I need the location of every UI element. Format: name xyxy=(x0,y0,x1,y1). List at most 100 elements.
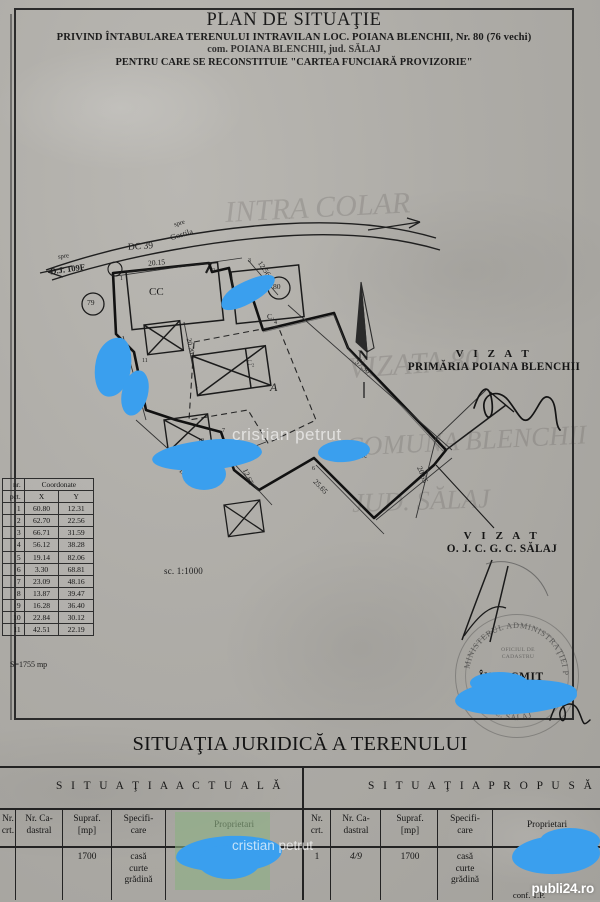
legal-v-r2 xyxy=(380,808,382,900)
document-header: PLAN DE SITUAŢIE PRIVIND ÎNTABULAREA TER… xyxy=(20,10,568,68)
col-header-nrcad-actual: Nr. Ca- dastral xyxy=(17,814,61,837)
subtitle-line-2: com. POIANA BLENCHII, jud. SĂLAJ xyxy=(207,44,381,55)
coord-header-x: X xyxy=(23,490,60,504)
legal-center-divider xyxy=(302,766,304,900)
parcel-label-a: A xyxy=(270,380,278,394)
coord-header-group: Coordonate xyxy=(23,477,95,492)
node-8: 8 xyxy=(200,466,203,472)
coord-nr: 7 xyxy=(2,574,25,588)
specif-p-line1: Specifi- xyxy=(450,814,480,824)
coord-y: 30.12 xyxy=(58,611,94,625)
coord-nr: 4 xyxy=(2,538,25,552)
row-actual-supraf: 1700 xyxy=(77,852,97,862)
coord-x: 56.12 xyxy=(23,538,60,552)
coord-header-y: Y xyxy=(58,490,94,504)
north-label: N xyxy=(358,348,369,364)
row-propusa-supraf: 1700 xyxy=(400,852,420,862)
node-2: 2 xyxy=(212,268,215,274)
stamp-bottom-text: O.J.C.G.C. SĂLAJ xyxy=(471,686,533,722)
legal-section-title: SITUAŢIA JURIDICĂ A TERENULUI xyxy=(132,733,468,755)
legal-rule-top xyxy=(0,766,600,768)
supraf-p-line2: [mp] xyxy=(400,825,420,836)
node-11: 11 xyxy=(142,358,148,364)
north-arrow-vector xyxy=(355,281,375,398)
legal-v-r4 xyxy=(492,808,494,900)
subtitle-line-3: PENTRU CARE SE RECONSTITUIE "CARTEA FUNC… xyxy=(115,57,473,68)
specif-line1: Specifi- xyxy=(123,814,154,824)
specif-line2: care xyxy=(130,825,147,836)
surface-total: S=1755 mp xyxy=(10,660,48,669)
coord-nr: 6 xyxy=(2,562,25,576)
spec-p-1: casă xyxy=(456,852,474,862)
legal-rule-colhead xyxy=(0,846,600,848)
document-border xyxy=(10,8,574,720)
coord-header-pct: pct. xyxy=(2,490,25,504)
stamp-top-text: MINISTERUL ADMINISTRAŢIEI PUBLICE xyxy=(455,614,570,676)
node-10: 10 xyxy=(198,438,204,444)
col-header-supraf-propusa: Supraf. [mp] xyxy=(383,814,437,837)
nrcrt-p-line1: Nr. xyxy=(311,814,323,824)
vizat-2-authority: O. J. C. G. C. SĂLAJ xyxy=(446,543,558,555)
spec-p-3: grădină xyxy=(450,875,480,886)
legal-v-l2 xyxy=(62,808,64,900)
courtyard-label: CC xyxy=(149,286,164,298)
coord-y: 22.19 xyxy=(58,623,94,637)
legal-v-l3 xyxy=(111,808,113,900)
node-1: 1 xyxy=(120,276,123,282)
coord-x: 19.14 xyxy=(23,550,60,564)
scale-label: sc. 1:1000 xyxy=(164,566,203,576)
road-label-dc39: DC 39 xyxy=(127,241,154,253)
coord-nr: 11 xyxy=(2,623,25,637)
coord-nr: 10 xyxy=(2,611,25,625)
coord-y: 12.31 xyxy=(58,502,94,516)
page-title: PLAN DE SITUAŢIE xyxy=(206,10,382,30)
col-header-specif-propusa: Specifi- care xyxy=(439,814,491,837)
neighbour-number-80: 80 xyxy=(273,282,281,291)
col-header-proprietari-propusa: Proprietari xyxy=(526,820,568,830)
spec-p-2: curte xyxy=(455,863,475,874)
coord-x: 42.51 xyxy=(23,623,60,637)
coord-y: 38.28 xyxy=(58,538,94,552)
node-7: 7 xyxy=(222,428,225,434)
col-header-nrcrt-actual: Nr. crt. xyxy=(0,814,18,837)
coord-nr: 3 xyxy=(2,526,25,540)
legal-table: S I T U A Ţ I A A C T U A L Ă S I T U A … xyxy=(0,766,600,900)
coord-nr: 8 xyxy=(2,586,25,600)
building-label-c2: C₂ xyxy=(247,358,255,367)
valley-label: Vale xyxy=(351,449,368,461)
supraf-line2: [mp] xyxy=(77,825,97,836)
row-propusa-nrcrt: 1 xyxy=(314,852,320,862)
coord-x: 13.87 xyxy=(23,586,60,600)
nrcad-line1: Nr. Ca- xyxy=(25,814,53,824)
supraf-p-line1: Supraf. xyxy=(396,814,424,824)
coord-nr: 9 xyxy=(2,598,25,613)
coord-x: 62.70 xyxy=(23,514,60,528)
vizat-1-label: V I Z A T xyxy=(455,348,533,360)
spec-a-1: casă xyxy=(130,852,147,862)
stamp-inner-text: OFICIUL DE CADASTRU xyxy=(501,647,535,660)
coord-y: 22.56 xyxy=(58,514,94,528)
spec-a-2: curte xyxy=(129,863,148,874)
coord-x: 3.30 xyxy=(23,562,60,576)
col-header-nrcrt-propusa: Nr. crt. xyxy=(304,814,330,837)
coord-y: 36.40 xyxy=(58,598,94,613)
nrcrt-line1: Nr. xyxy=(2,814,14,824)
col-header-nrcad-propusa: Nr. Ca- dastral xyxy=(332,814,380,837)
coord-x: 22.84 xyxy=(23,611,60,625)
approval-ojcgc: V I Z A T O. J. C. G. C. SĂLAJ xyxy=(412,530,592,555)
coord-y: 82.06 xyxy=(58,550,94,564)
legal-v-l1 xyxy=(15,808,17,900)
official-stamp-ring xyxy=(455,614,579,738)
node-3: 3 xyxy=(248,258,251,264)
coord-nr: 1 xyxy=(2,502,25,516)
vizat-1-authority: PRIMĂRIA POIANA BLENCHII xyxy=(407,361,581,373)
coord-nr: 5 xyxy=(2,550,25,564)
